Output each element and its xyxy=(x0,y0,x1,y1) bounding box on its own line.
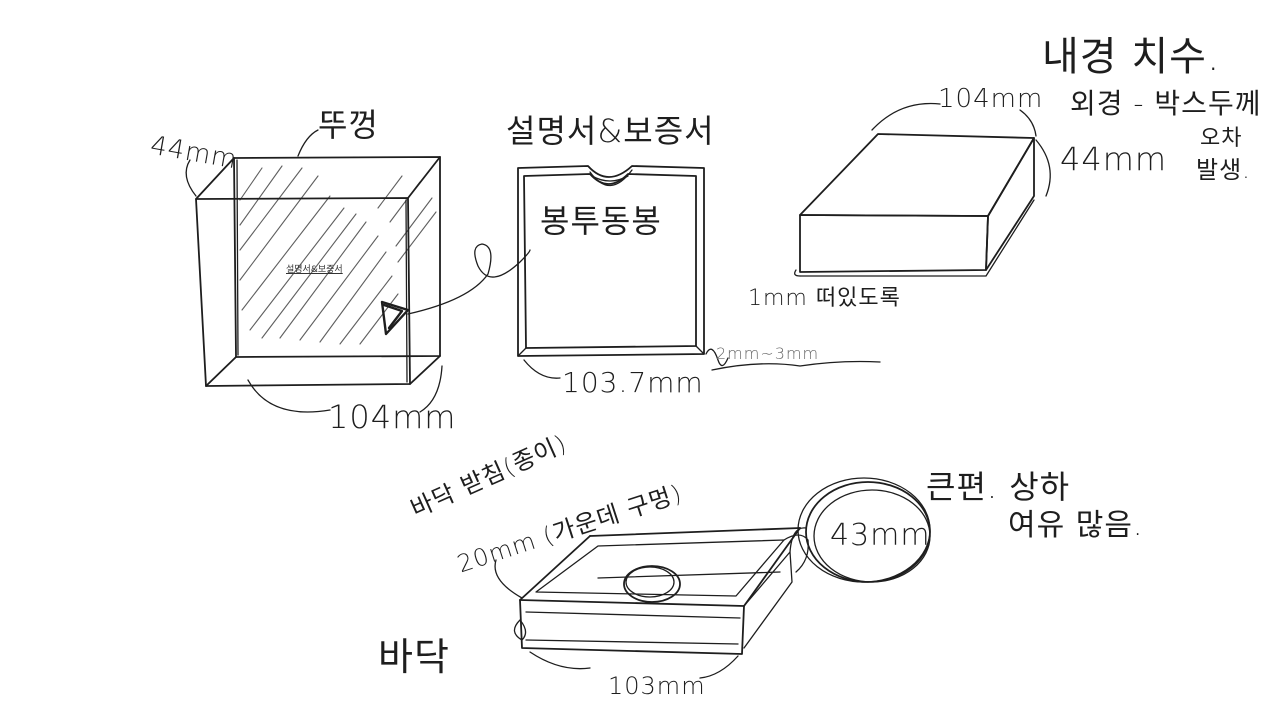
lid-label: 뚜껑 xyxy=(318,106,379,144)
lid-inner-label: 설명서&보증서 xyxy=(286,265,343,275)
title-line-4: 발생. xyxy=(1196,156,1251,184)
title-line-2: 외경 - 박스두께 xyxy=(1070,87,1262,120)
box-height-label: 44mm xyxy=(1060,140,1168,178)
box-drawing xyxy=(794,102,1051,277)
tray-drawing xyxy=(494,477,931,679)
connector-line xyxy=(407,243,531,315)
lid-drawing xyxy=(185,129,443,413)
box-note-label: 1mm 떠있도록 xyxy=(748,286,901,311)
tray-height-label: 43mm xyxy=(830,518,931,553)
tray-note-2: 여유 많음. xyxy=(1008,508,1144,543)
box-width-label: 104mm xyxy=(938,84,1044,114)
tray-note-1: 큰편. 상하 xyxy=(926,468,1071,506)
envelope-drawing xyxy=(517,165,881,379)
tray-width-label: 103mm xyxy=(608,672,706,700)
envelope-gap-label: 2mm~3mm xyxy=(716,344,820,363)
envelope-width-label: 103.7mm xyxy=(562,366,704,399)
envelope-label: 설명서&보증서 xyxy=(506,112,715,150)
lid-width-label: 104mm xyxy=(328,398,457,436)
envelope-inner-label: 봉투동봉 xyxy=(540,202,662,240)
tray-label: 바닥 xyxy=(378,635,450,679)
title-line-3: 오차 xyxy=(1200,126,1243,151)
title-line-1: 내경 치수. xyxy=(1042,34,1221,80)
